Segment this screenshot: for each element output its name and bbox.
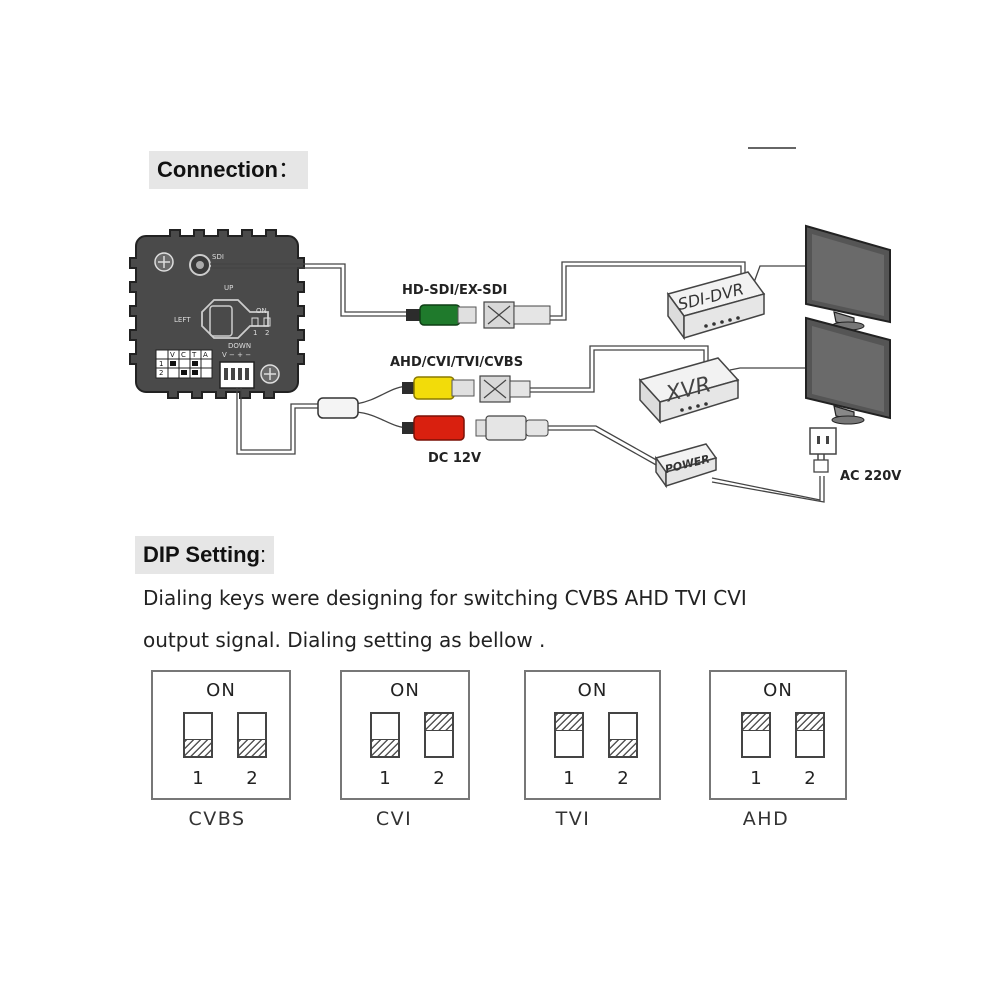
dip-on-label: ON [206,680,236,701]
connection-heading: Connection： [149,151,309,189]
dip-knob [239,739,265,756]
dip-description-line-2: output signal. Dialing setting as bellow… [143,628,546,652]
dip-num-1: 1 [379,768,391,789]
dip-on-label: ON [390,680,420,701]
dip-switch-1 [554,712,584,758]
dip-knob [610,739,636,756]
grid-header-a: A [203,351,208,359]
dip-num-2: 2 [246,768,258,789]
cable-splitter [317,397,359,419]
ac-outlet [809,427,837,473]
ahd-cvi-tvi-cvbs-label: AHD/CVI/TVI/CVBS [390,355,523,370]
dip-num-2: 2 [617,768,629,789]
cables [210,261,825,503]
dip-switch-1 [183,712,213,758]
dip-heading: DIP Setting: [135,536,275,574]
dip-knob [372,739,398,756]
dip-box-cvbs: ON 1 2 [151,670,291,800]
dip-box-tvi: ON 1 2 [524,670,661,800]
dip-num-1: 1 [563,768,575,789]
dc-plug [402,415,549,441]
dip-num-2: 2 [433,768,445,789]
dip-switch-1 [370,712,400,758]
board-switch-2-label: 2 [265,329,269,337]
grid-row-2: 2 [159,369,163,377]
dip-label-tvi: TVI [555,808,591,830]
joystick-left-label: LEFT [174,316,191,324]
grid-header-c: C [181,351,186,359]
dip-switch-2 [795,712,825,758]
connection-diagram: SDI UP LEFT DOWN V − + − ON 1 2 V C T A … [129,147,901,503]
joystick-pad [201,299,269,339]
dip-label-cvi: CVI [375,808,413,830]
dip-knob [797,714,823,731]
power-box [654,443,718,489]
grid-header-v: V [170,351,175,359]
board-switch-1-label: 1 [253,329,257,337]
mode-grid: V C T A 1 2 [155,349,213,379]
monitor-top [805,224,891,331]
dip-knob [556,714,582,731]
dc-12v-label: DC 12V [428,451,481,466]
ac-220v-label: AC 220V [840,469,901,484]
dip-box-cvi: ON 1 2 [340,670,470,800]
board-on-label: ON [256,307,267,315]
hd-sdi-plug [406,301,551,329]
sdi-dvr-box [666,271,766,341]
dip-switch-2 [424,712,454,758]
dip-switch-1 [741,712,771,758]
grid-header-t: T [191,351,197,359]
video-plug [402,375,531,403]
joystick-down-label: DOWN [228,342,251,350]
dip-on-label: ON [763,680,793,701]
dip-knob [185,739,211,756]
dip-num-1: 1 [192,768,204,789]
dip-knob [743,714,769,731]
dip-description-line-1: Dialing keys were designing for switchin… [143,586,747,610]
hd-sdi-label: HD-SDI/EX-SDI [402,283,507,298]
dip-on-label: ON [577,680,608,701]
dip-knob [426,714,452,731]
dip-label-ahd: AHD [742,808,790,830]
dip-num-1: 1 [750,768,762,789]
sdi-port-label: SDI [212,253,224,261]
dip-switch-2 [608,712,638,758]
monitor-bottom [805,316,891,425]
dip-label-cvbs: CVBS [188,808,246,830]
dip-switch-2 [237,712,267,758]
xvr-box [638,357,740,424]
joystick-down-keys: V − + − [222,351,251,359]
grid-row-1: 1 [159,360,163,368]
camera-board: SDI UP LEFT DOWN V − + − ON 1 2 V C T A … [129,229,305,399]
dip-num-2: 2 [804,768,816,789]
dip-box-ahd: ON 1 2 [709,670,847,800]
joystick-up-label: UP [224,284,233,292]
